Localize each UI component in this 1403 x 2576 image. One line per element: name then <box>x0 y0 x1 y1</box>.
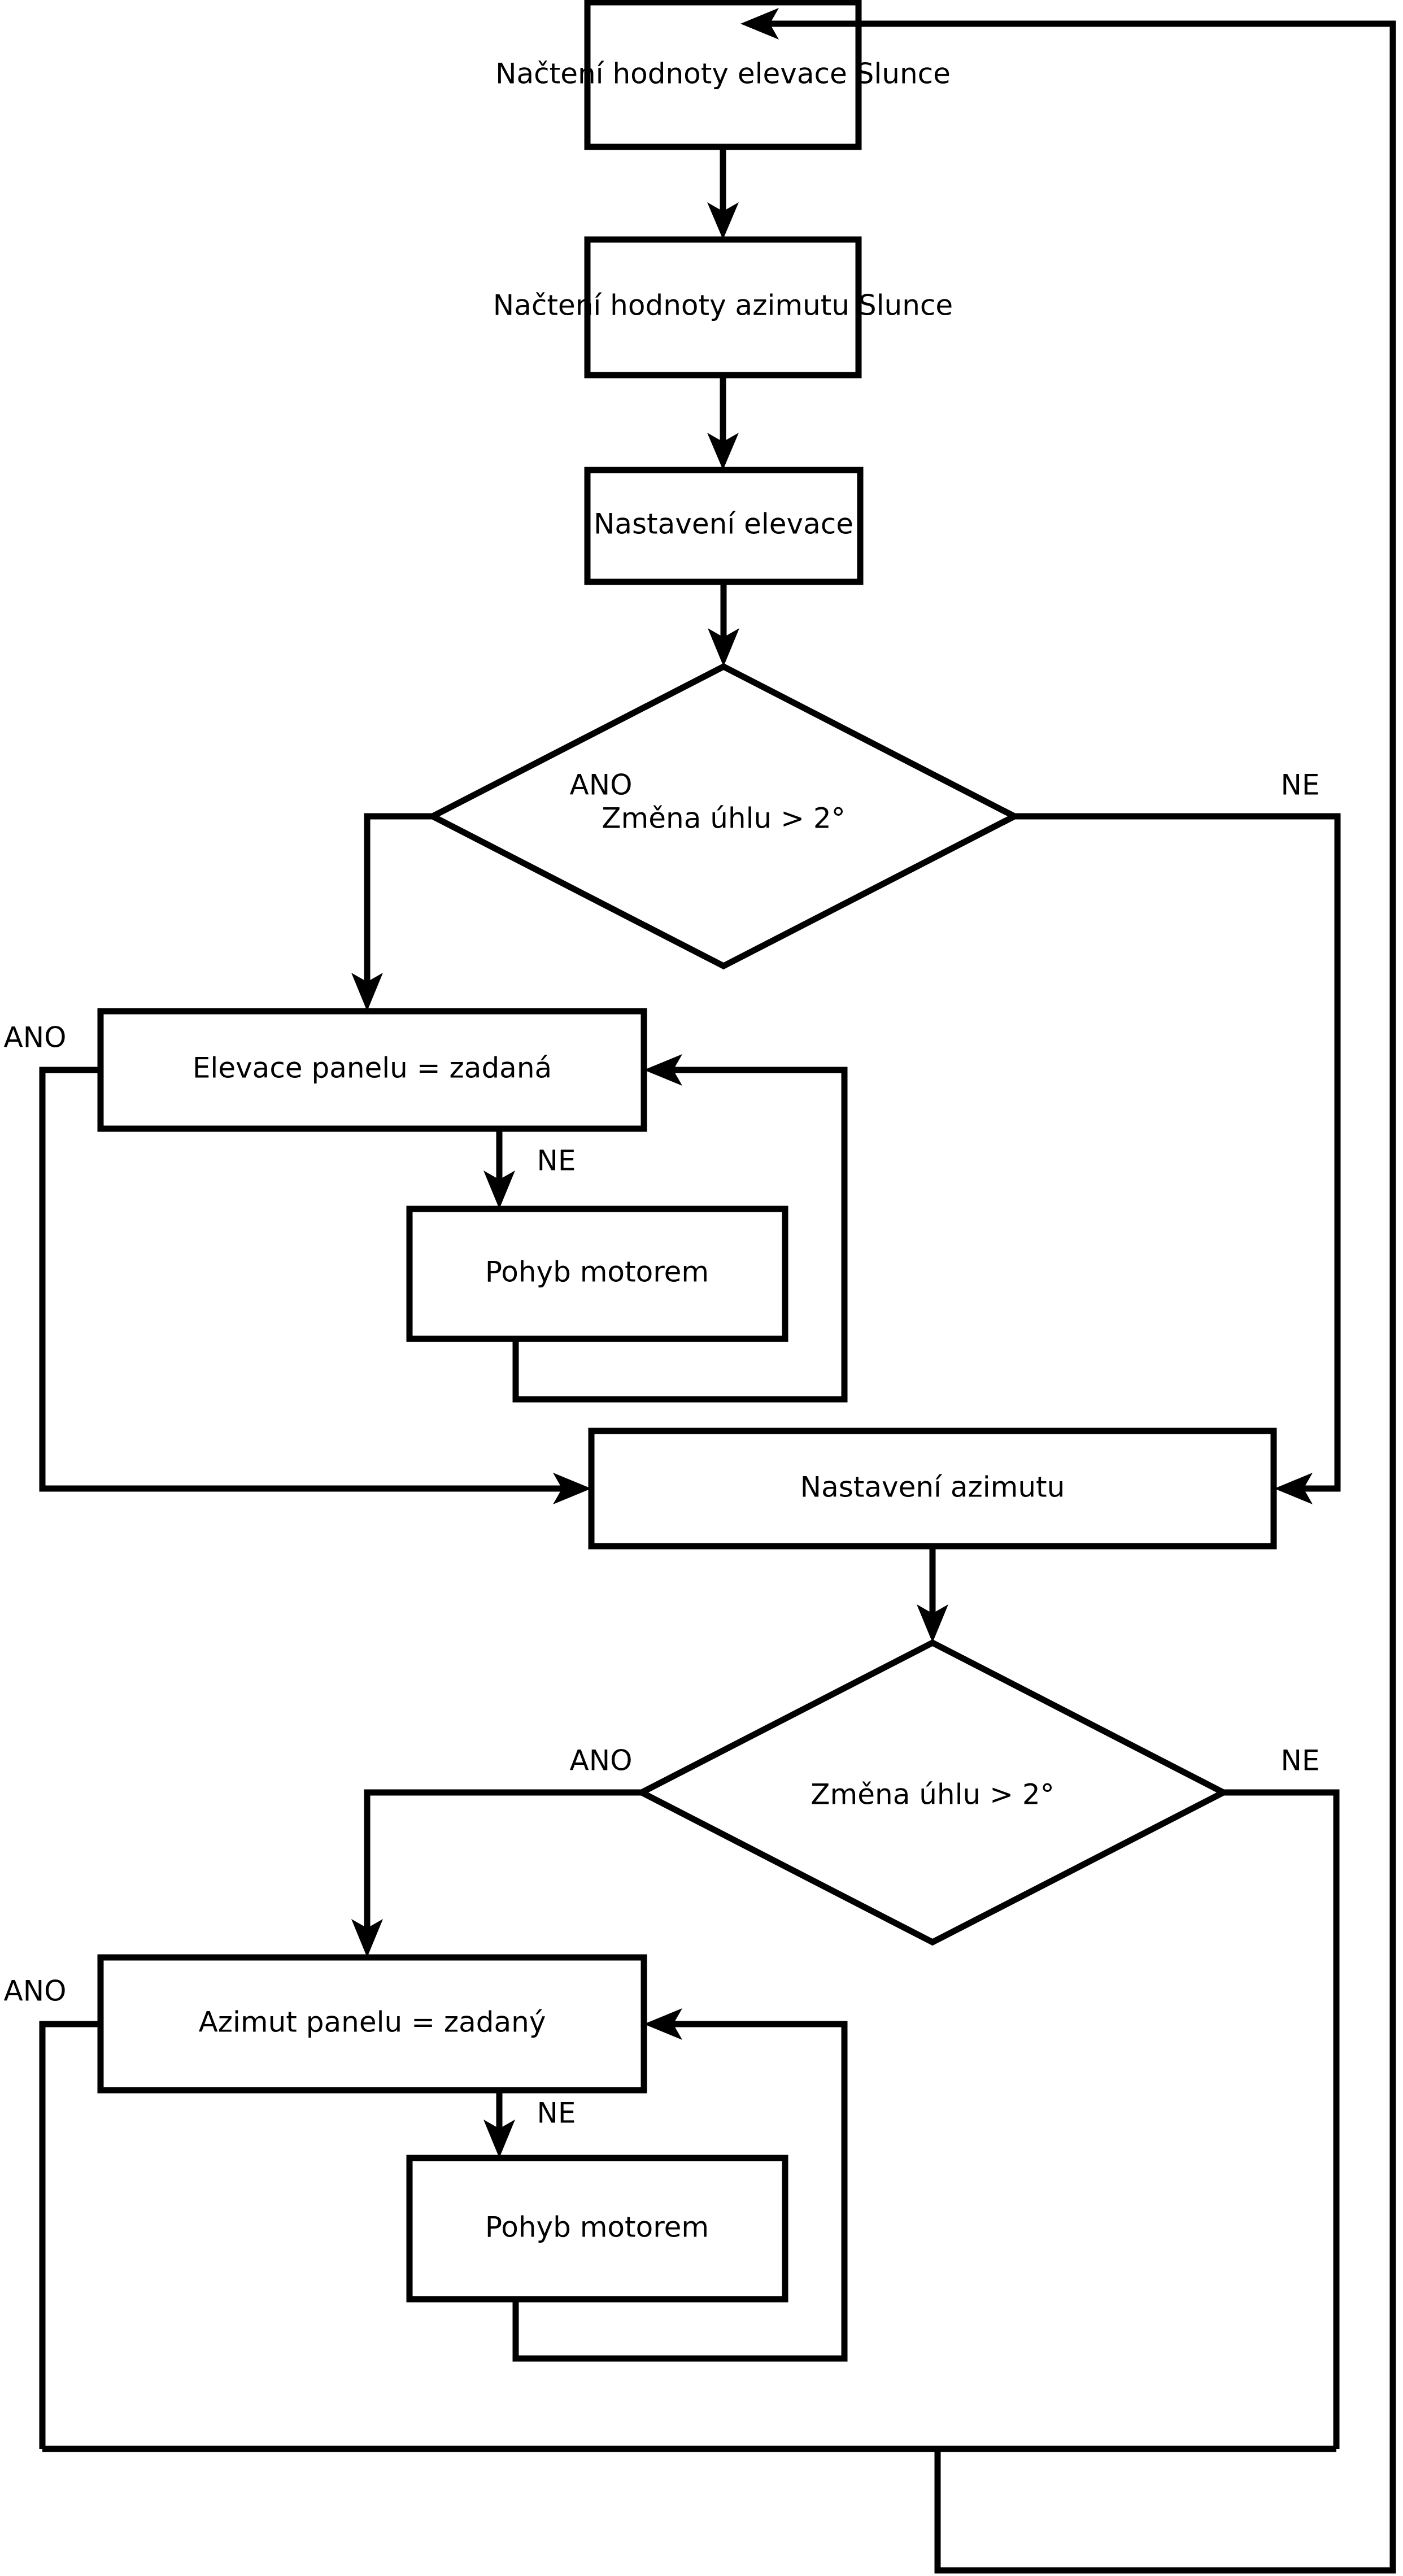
edge-n5-loop-n4 <box>512 1054 848 1403</box>
decision-diamond-2-label: Změna úhlu > 2° <box>811 1778 1054 1811</box>
process-box-5[interactable] <box>406 1206 788 1342</box>
process-box-4[interactable] <box>97 1008 647 1132</box>
edge-d1-ne: NE <box>1014 769 1341 1504</box>
arrowhead-left-icon <box>644 1054 682 1086</box>
arrowhead-left-icon <box>740 8 779 40</box>
edge-label-n4-ne: NE <box>537 1145 576 1177</box>
edge-label-d2-ne: NE <box>1281 1744 1320 1777</box>
node-nacteni-azimutu[interactable]: Načtení hodnoty azimutu Slunce <box>493 236 953 378</box>
process-box-2-label: Načtení hodnoty azimutu Slunce <box>493 289 953 322</box>
edge-n4-ne: NE <box>483 1129 576 1209</box>
edge-label-n7-ne: NE <box>537 2097 576 2130</box>
edge-n4-ano: ANO <box>4 1021 591 1504</box>
node-azimut-panelu[interactable]: Azimut panelu = zadaný <box>97 1954 647 2094</box>
edge-label-d2-ano: ANO <box>570 1744 633 1777</box>
arrowhead-down-icon <box>351 973 383 1011</box>
node-decision-elevace[interactable]: Změna úhlu > 2° <box>425 663 1022 970</box>
edge-n6-d2 <box>917 1546 948 1643</box>
edge-label-d1-ano: ANO <box>570 769 633 802</box>
arrowhead-left-icon <box>1274 1473 1313 1504</box>
process-box-6[interactable] <box>588 1428 1277 1550</box>
arrowhead-down-icon <box>917 1604 948 1643</box>
edge-n1-n2 <box>707 147 739 240</box>
node-nastaveni-elevace[interactable]: Nastavení elevace <box>584 467 864 585</box>
process-box-8-label: Pohyb motorem <box>485 2211 709 2244</box>
arrowhead-right-icon <box>553 1473 591 1504</box>
edge-n7-ne: NE <box>483 2090 576 2158</box>
process-box-8[interactable] <box>406 2155 788 2303</box>
arrowhead-down-icon <box>483 1170 515 1209</box>
process-box-4-label: Elevace panelu = zadaná <box>193 1052 552 1085</box>
node-decision-azimut[interactable]: Změna úhlu > 2° <box>634 1639 1231 1946</box>
process-box-7-label: Azimut panelu = zadaný <box>199 2006 546 2039</box>
arrowhead-down-icon <box>351 1919 383 1957</box>
decision-diamond-1[interactable] <box>425 663 1022 970</box>
edge-d2-ano: ANO <box>351 1744 642 1957</box>
process-box-1-label: Načtení hodnoty elevace Slunce <box>495 58 951 90</box>
process-box-5-label: Pohyb motorem <box>485 1256 709 1289</box>
edge-n2-n3 <box>707 375 739 470</box>
process-box-3-label: Nastavení elevace <box>594 508 853 541</box>
process-box-6-label: Nastavení azimutu <box>800 1471 1065 1504</box>
arrowhead-down-icon <box>483 2120 515 2158</box>
node-pohyb-motorem-elevace[interactable]: Pohyb motorem <box>406 1206 788 1342</box>
decision-diamond-1-label: Změna úhlu > 2° <box>602 802 845 835</box>
node-pohyb-motorem-azimut[interactable]: Pohyb motorem <box>406 2155 788 2303</box>
node-nastaveni-azimutu[interactable]: Nastavení azimutu <box>588 1428 1277 1550</box>
decision-diamond-2[interactable] <box>634 1639 1231 1946</box>
edge-label-d1-ne: NE <box>1281 769 1320 802</box>
edge-n8-loop-n7 <box>512 2008 848 2362</box>
edge-d1-ano: ANO <box>351 769 633 1011</box>
edge-d2-ne: NE <box>1223 1744 1340 2449</box>
edge-n7-ano: ANO <box>4 1975 101 2449</box>
process-box-3[interactable] <box>584 467 864 585</box>
arrowhead-left-icon <box>644 2008 682 2040</box>
arrowhead-down-icon <box>707 433 739 470</box>
edge-label-n7-ano: ANO <box>4 1975 67 2008</box>
arrowhead-down-icon <box>708 628 739 667</box>
edge-label-n4-ano: ANO <box>4 1021 67 1054</box>
edge-return-to-start <box>42 8 1396 2574</box>
node-elevace-panelu[interactable]: Elevace panelu = zadaná <box>97 1008 647 1132</box>
arrowhead-down-icon <box>707 202 739 240</box>
process-box-7[interactable] <box>97 1954 647 2094</box>
edge-n3-d1 <box>708 582 739 667</box>
